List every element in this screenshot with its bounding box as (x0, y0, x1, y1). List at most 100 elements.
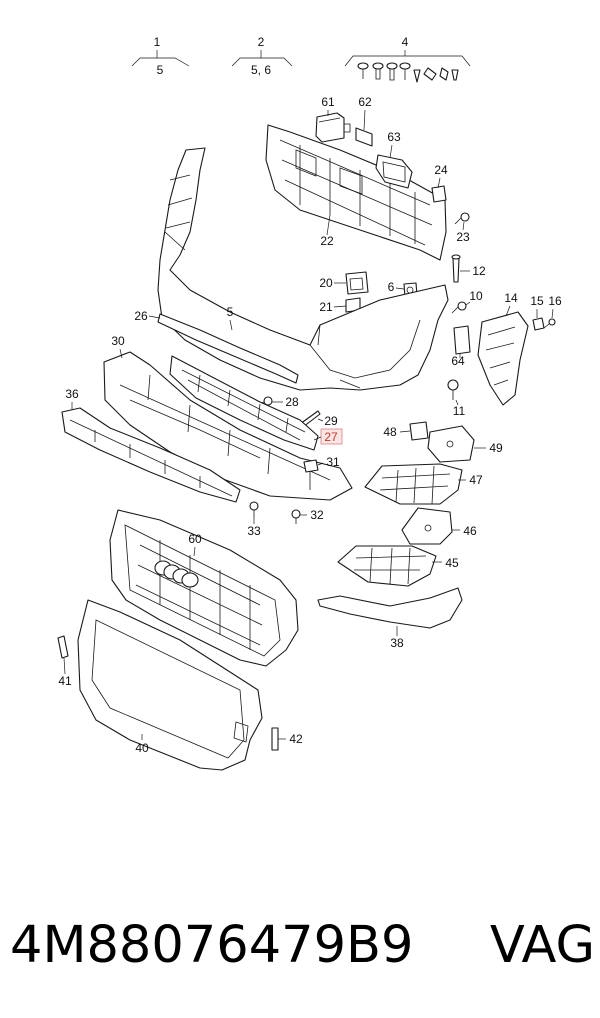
callout-46: 46 (452, 524, 477, 538)
svg-text:64: 64 (451, 354, 465, 368)
svg-text:32: 32 (310, 508, 324, 522)
svg-text:60: 60 (188, 532, 202, 546)
part-47-side-grille (364, 463, 463, 505)
part-64-sensor-holder (453, 325, 471, 355)
svg-text:29: 29 (324, 414, 338, 428)
part-number-text: 4M88076479B9 (10, 915, 414, 975)
group-1-sub-label: 5 (157, 63, 164, 77)
callout-21: 21 (319, 300, 347, 314)
part-16-screw (543, 318, 556, 329)
part-40-grille-frame (77, 599, 263, 771)
footer-caption: 4M88076479B9 VAG (10, 900, 595, 990)
callout-20: 20 (319, 276, 346, 290)
callout-61: 61 (321, 95, 335, 116)
svg-text:30: 30 (111, 334, 125, 348)
svg-text:16: 16 (548, 294, 562, 308)
svg-text:5: 5 (227, 305, 234, 319)
svg-text:62: 62 (358, 95, 372, 109)
callout-62: 62 (358, 95, 372, 131)
callout-14: 14 (504, 291, 518, 317)
svg-text:14: 14 (504, 291, 518, 305)
svg-text:38: 38 (390, 636, 404, 650)
group-header-2: 2 5, 6 (231, 35, 293, 77)
part-32-screw (291, 509, 301, 524)
part-63-radar (375, 154, 413, 189)
svg-text:46: 46 (463, 524, 477, 538)
svg-text:27: 27 (324, 430, 338, 444)
part-46-bracket (401, 507, 453, 545)
part-60-front-grille (109, 509, 299, 667)
group-2-label: 2 (258, 35, 265, 49)
callout-22: 22 (320, 214, 334, 248)
callout-38: 38 (390, 626, 404, 650)
callout-30: 30 (111, 334, 125, 359)
part-62-bracket (355, 127, 373, 147)
callout-12: 12 (460, 264, 486, 278)
callout-47: 47 (458, 473, 483, 487)
callout-63: 63 (387, 130, 401, 159)
callout-29: 29 (317, 414, 338, 428)
part-14-side-bracket (477, 311, 529, 406)
svg-text:41: 41 (58, 674, 72, 688)
svg-text:26: 26 (134, 309, 148, 323)
part-38-trim-strip (317, 587, 463, 629)
svg-text:12: 12 (472, 264, 486, 278)
callout-5: 5 (227, 305, 234, 331)
part-31-clip (303, 459, 319, 473)
callout-36: 36 (65, 387, 79, 410)
svg-text:22: 22 (320, 234, 334, 248)
part-45-side-grille (337, 545, 437, 587)
part-49-bracket (427, 425, 475, 463)
svg-text:20: 20 (319, 276, 333, 290)
callout-10: 10 (465, 289, 483, 306)
part-48-clip (409, 421, 429, 441)
svg-text:49: 49 (489, 441, 503, 455)
callout-33: 33 (247, 518, 261, 538)
highlight-box (320, 428, 343, 445)
callout-32: 32 (300, 508, 324, 522)
svg-text:47: 47 (469, 473, 483, 487)
svg-text:36: 36 (65, 387, 79, 401)
callout-45: 45 (432, 556, 459, 570)
svg-text:42: 42 (289, 732, 303, 746)
brand-text: VAG (489, 915, 595, 975)
svg-text:61: 61 (321, 95, 335, 109)
svg-text:10: 10 (469, 289, 483, 303)
callout-41: 41 (58, 657, 72, 688)
svg-text:6: 6 (388, 280, 395, 294)
svg-text:21: 21 (319, 300, 333, 314)
callout-40: 40 (135, 734, 149, 755)
part-22-lock-carrier (265, 124, 447, 261)
callout-26: 26 (134, 309, 161, 323)
svg-text:28: 28 (285, 395, 299, 409)
part-41-clip (57, 635, 69, 659)
svg-text:48: 48 (383, 425, 397, 439)
part-5-bumper-cover (157, 147, 449, 391)
group-2-sub-label: 5, 6 (251, 63, 271, 77)
part-42-clip (271, 727, 279, 751)
fastener-set-icons (357, 62, 459, 83)
callout-24: 24 (434, 163, 448, 189)
callout-42: 42 (278, 732, 303, 746)
callout-labels: 61 62 63 24 23 22 20 6 21 12 10 14 15 16… (58, 95, 562, 755)
part-61-sensor (315, 112, 351, 143)
svg-text:23: 23 (456, 230, 470, 244)
rings-logo (154, 560, 199, 588)
callout-49: 49 (474, 441, 503, 455)
part-36-spoiler (61, 407, 241, 503)
group-header-1: 1 5 (131, 35, 190, 77)
svg-text:45: 45 (445, 556, 459, 570)
svg-text:63: 63 (387, 130, 401, 144)
svg-text:15: 15 (530, 294, 544, 308)
callout-48: 48 (383, 425, 411, 439)
callout-15: 15 (530, 294, 544, 318)
callout-6: 6 (388, 280, 405, 294)
part-30-underbody-panel (103, 351, 353, 501)
group-1-label: 1 (154, 35, 161, 49)
group-4-label: 4 (402, 35, 409, 49)
part-33-screw (249, 501, 259, 518)
callout-23: 23 (456, 221, 470, 244)
svg-text:33: 33 (247, 524, 261, 538)
callout-60: 60 (188, 532, 202, 557)
callout-16: 16 (548, 294, 562, 319)
